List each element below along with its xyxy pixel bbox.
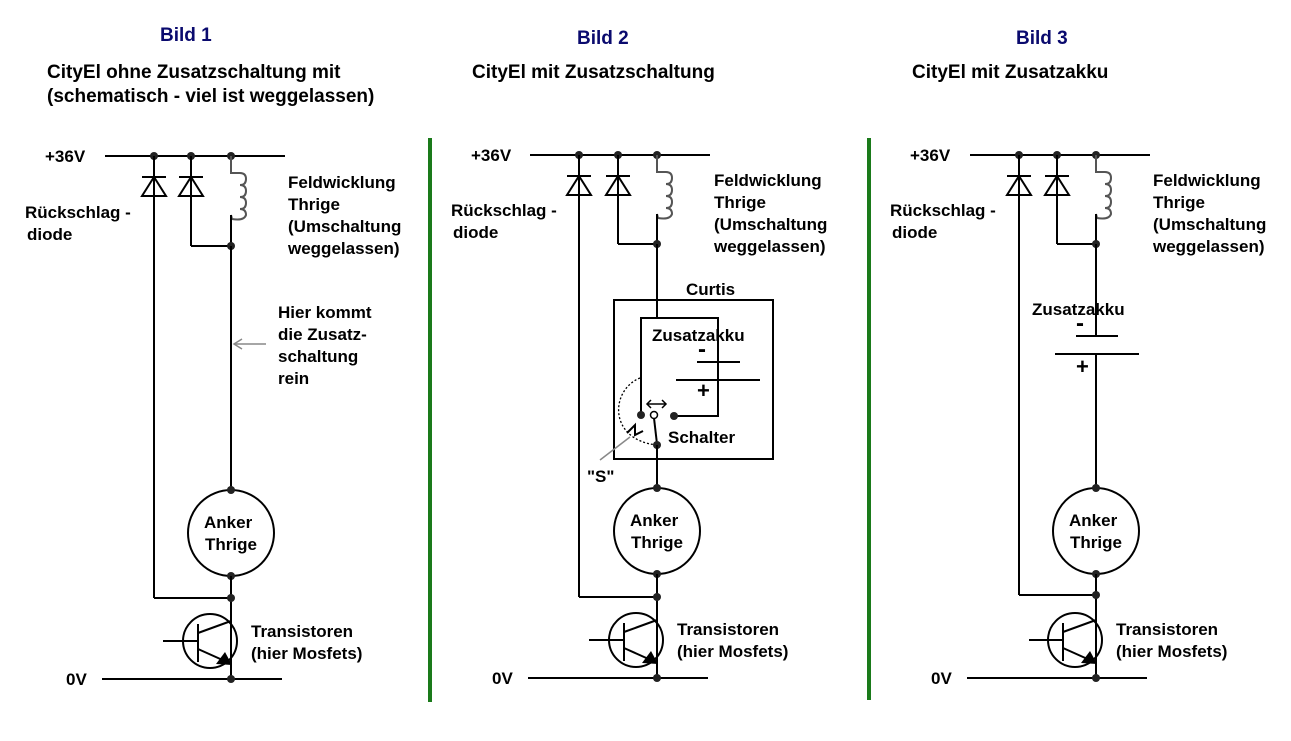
diode-label-2: diode [453, 223, 499, 242]
motor-icon [613, 487, 701, 575]
motor-icon [187, 489, 275, 577]
curtis-label: Curtis [686, 280, 736, 299]
field-label-4: weggelassen) [288, 239, 400, 258]
supply-label: +36V [910, 146, 951, 165]
diode-1-icon [140, 156, 168, 598]
field-coil-icon [1095, 155, 1113, 244]
panel-3-circuit [967, 151, 1150, 682]
field-label-1: Feldwicklung [288, 173, 396, 192]
panel-2-subtitle: CityEl mit Zusatzschaltung [472, 62, 715, 83]
transistor-label-2: (hier Mosfets) [251, 644, 363, 663]
field-label-2: Thrige [714, 193, 766, 212]
battery-label: Zusatzakku [1032, 300, 1125, 319]
diode-2-icon [177, 156, 231, 247]
field-label-3: (Umschaltung [288, 217, 402, 236]
diode-label-1: Rückschlag - [25, 203, 131, 222]
motor-label-1: Anker [630, 511, 679, 530]
field-label-1: Feldwicklung [1153, 171, 1261, 190]
diode-label-2: diode [892, 223, 938, 242]
panel-3-title: Bild 3 [1016, 28, 1068, 49]
motor-label-2: Thrige [1070, 533, 1122, 552]
field-label-4: weggelassen) [1153, 237, 1265, 256]
relay-s-icon [626, 422, 644, 437]
s-marker-label: "S" [587, 467, 615, 486]
supply-label: +36V [471, 146, 512, 165]
diode-1-icon [565, 155, 593, 597]
motor-icon [1052, 487, 1140, 575]
transistor-label-1: Transistoren [677, 620, 780, 639]
switch-lever [653, 417, 658, 445]
field-label-2: Thrige [1153, 193, 1205, 212]
diode-label-1: Rückschlag - [451, 201, 557, 220]
ground-label: 0V [492, 669, 513, 688]
diode-2-icon [1043, 155, 1096, 245]
supply-label: +36V [45, 147, 86, 166]
panel-2-title: Bild 2 [577, 28, 629, 49]
note-line-2: die Zusatz- [278, 325, 367, 344]
panel-1-subtitle-line-1: CityEl ohne Zusatzschaltung mit [47, 62, 341, 83]
motor-label-1: Anker [1069, 511, 1118, 530]
switch-pivot [649, 410, 659, 420]
s-pointer [599, 436, 631, 461]
switch-arrow-icon [645, 399, 668, 409]
field-label-1: Feldwicklung [714, 171, 822, 190]
diode-1-icon [1005, 155, 1033, 595]
switch-dotted-arc [618, 377, 658, 446]
motor-label-1: Anker [204, 513, 253, 532]
panel-1-title: Bild 1 [160, 25, 212, 46]
field-label-3: (Umschaltung [1153, 215, 1267, 234]
transistor-label-1: Transistoren [1116, 620, 1219, 639]
panel-2-circuit [528, 151, 774, 682]
note-line-3: schaltung [278, 347, 359, 366]
transistor-label-1: Transistoren [251, 622, 354, 641]
motor-label-2: Thrige [631, 533, 683, 552]
field-label-4: weggelassen) [714, 237, 826, 256]
field-coil-icon [230, 156, 248, 246]
panel-1-circuit [102, 152, 285, 683]
field-label-3: (Umschaltung [714, 215, 828, 234]
battery-label: Zusatzakku [652, 326, 745, 345]
transistor-icon [1029, 612, 1103, 668]
note-line-4: rein [278, 369, 310, 388]
curtis-box [613, 299, 774, 460]
switch-label: Schalter [668, 428, 736, 447]
field-coil-icon [656, 155, 674, 244]
transistor-label-2: (hier Mosfets) [677, 642, 789, 661]
panel-1-subtitle-line-2: (schematisch - viel ist weggelassen) [47, 86, 375, 107]
ground-label: 0V [66, 670, 87, 689]
diode-label-2: diode [27, 225, 73, 244]
minus-sign: - [1076, 310, 1084, 337]
field-label-2: Thrige [288, 195, 340, 214]
minus-sign: - [698, 336, 706, 363]
transistor-icon [589, 612, 664, 668]
ground-label: 0V [931, 669, 952, 688]
plus-sign: + [1076, 354, 1089, 379]
diode-2-icon [604, 155, 657, 245]
transistor-label-2: (hier Mosfets) [1116, 642, 1228, 661]
note-line-1: Hier kommt [278, 303, 372, 322]
motor-label-2: Thrige [205, 535, 257, 554]
panel-3-subtitle: CityEl mit Zusatzakku [912, 62, 1109, 83]
transistor-icon [163, 613, 238, 669]
diode-label-1: Rückschlag - [890, 201, 996, 220]
plus-sign: + [697, 378, 710, 403]
